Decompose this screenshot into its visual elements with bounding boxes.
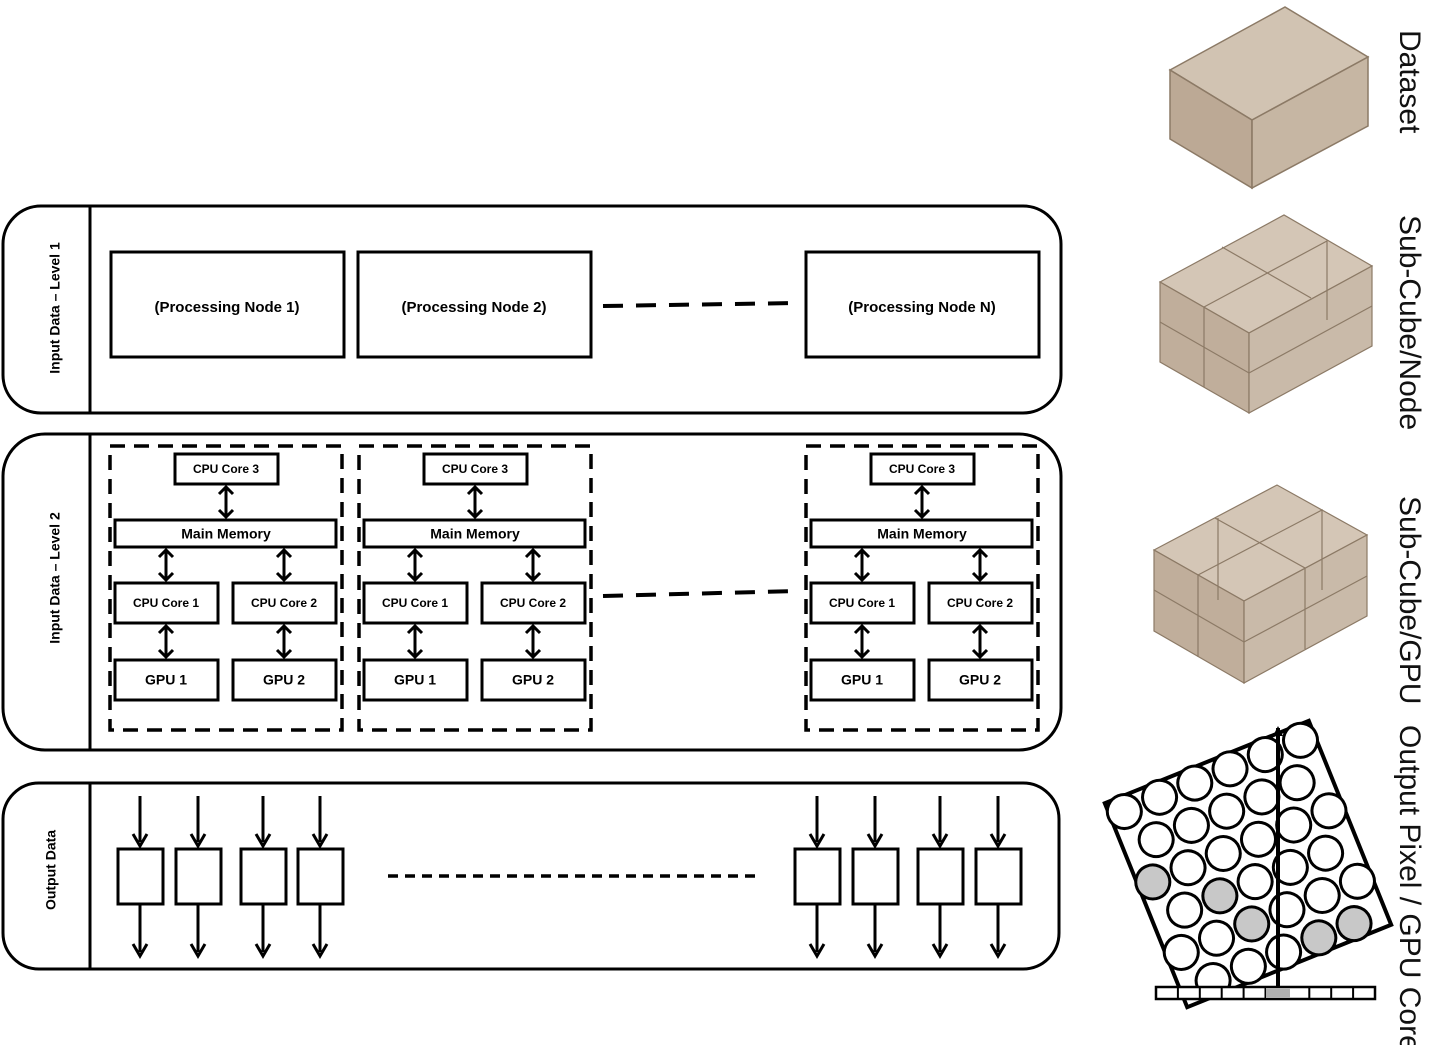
level2-panel: Input Data – Level 2 CPU Core 3 Main Mem… — [1, 432, 1063, 752]
cpu-core-1-label: CPU Core 1 — [133, 596, 199, 610]
gpu-core-circle — [1105, 793, 1143, 831]
gpu-core-circle — [1176, 764, 1214, 802]
output-cell — [239, 796, 288, 959]
main-memory-label: Main Memory — [430, 526, 520, 542]
cpu-core-1-label: CPU Core 1 — [382, 596, 448, 610]
cpu-core-3-label: CPU Core 3 — [193, 462, 259, 476]
output-cells — [116, 796, 1023, 959]
subcube-gpu-label: Sub-Cube/GPU — [1393, 496, 1426, 704]
gpu-1-label: GPU 1 — [841, 672, 883, 688]
gpu-core-circle — [1307, 834, 1345, 872]
gpu-core-circle — [1246, 736, 1284, 774]
main-memory-label: Main Memory — [877, 526, 967, 542]
output-cell — [916, 796, 965, 959]
output-cell — [116, 796, 165, 959]
subcube-node-cube — [1158, 214, 1374, 415]
gpu-core-circle — [1134, 863, 1172, 901]
cpu-core-2-label: CPU Core 2 — [251, 596, 317, 610]
gpu-core-circle — [1208, 792, 1246, 830]
gpu-core-circle — [1281, 721, 1319, 759]
processing-node-1-label: (Processing Node 1) — [154, 299, 299, 316]
gpu-core-circle — [1239, 820, 1277, 858]
gpu-core-circles — [1105, 721, 1376, 1000]
gpu-1-label: GPU 1 — [394, 672, 436, 688]
processing-node-2-label: (Processing Node 2) — [401, 299, 546, 316]
processing-node-n: (Processing Node N) — [804, 250, 1041, 359]
gpu-core-circle — [1303, 876, 1341, 914]
gpu-core-circle — [1169, 849, 1207, 887]
output-pixel-label: Output Pixel / GPU Core — [1393, 725, 1426, 1045]
cpu-core-2-label: CPU Core 2 — [947, 596, 1013, 610]
output-cell — [793, 796, 842, 959]
gpu-core-circle — [1166, 891, 1204, 929]
cpu-core-2-label: CPU Core 2 — [500, 596, 566, 610]
gpu-core-circle — [1335, 905, 1373, 943]
gpu-core-circle — [1137, 821, 1175, 859]
dataset-cube — [1168, 6, 1370, 190]
output-cell — [174, 796, 223, 959]
output-cell — [296, 796, 345, 959]
gpu-2-label: GPU 2 — [959, 672, 1001, 688]
gpu-core-circle — [1201, 877, 1239, 915]
gpu-core-circle — [1198, 919, 1236, 957]
gpu-core-circle — [1162, 933, 1200, 971]
node-group-1: CPU Core 3 Main Memory CPU Core 1 CPU Co… — [108, 444, 344, 732]
gpu-core-circle — [1236, 863, 1274, 901]
gpu-core-circle — [1141, 778, 1179, 816]
gpu-2-label: GPU 2 — [263, 672, 305, 688]
output-pixel-row — [1154, 985, 1377, 1001]
node-group-2: CPU Core 3 Main Memory CPU Core 1 CPU Co… — [357, 444, 593, 732]
gpu-core-circle — [1233, 905, 1271, 943]
gpu-1-label: GPU 1 — [145, 672, 187, 688]
gpu-core-circle — [1172, 806, 1210, 844]
cpu-core-3-label: CPU Core 3 — [889, 462, 955, 476]
output-pixel-illustration — [1102, 718, 1394, 1010]
gpu-core-circle — [1338, 862, 1376, 900]
node-group-n: CPU Core 3 Main Memory CPU Core 1 CPU Co… — [804, 444, 1040, 732]
main-memory-label: Main Memory — [181, 526, 271, 542]
subcube-node-label: Sub-Cube/Node — [1393, 215, 1426, 430]
output-cell — [851, 796, 900, 959]
dataset-label: Dataset — [1393, 30, 1426, 134]
level1-label: Input Data – Level 1 — [47, 242, 63, 374]
processing-node-2: (Processing Node 2) — [356, 250, 593, 359]
output-cell — [974, 796, 1023, 959]
output-label: Output Data — [43, 830, 59, 910]
gpu-core-circle — [1278, 764, 1316, 802]
gpu-core-circle — [1211, 750, 1249, 788]
level1-panel: Input Data – Level 1 (Processing Node 1)… — [1, 204, 1063, 415]
processing-node-1: (Processing Node 1) — [109, 250, 346, 359]
cpu-core-3-label: CPU Core 3 — [442, 462, 508, 476]
cpu-core-1-label: CPU Core 1 — [829, 596, 895, 610]
gpu-core-circle — [1229, 947, 1267, 985]
gpu-core-circle — [1204, 835, 1242, 873]
processing-node-n-label: (Processing Node N) — [848, 299, 996, 316]
subcube-gpu-cube — [1152, 484, 1369, 685]
gpu-core-circle — [1310, 792, 1348, 830]
gpu-core-circle — [1300, 919, 1338, 957]
level2-label: Input Data – Level 2 — [47, 512, 63, 644]
gpu-core-circle — [1271, 848, 1309, 886]
gpu-2-label: GPU 2 — [512, 672, 554, 688]
output-panel: Output Data — [1, 781, 1061, 971]
